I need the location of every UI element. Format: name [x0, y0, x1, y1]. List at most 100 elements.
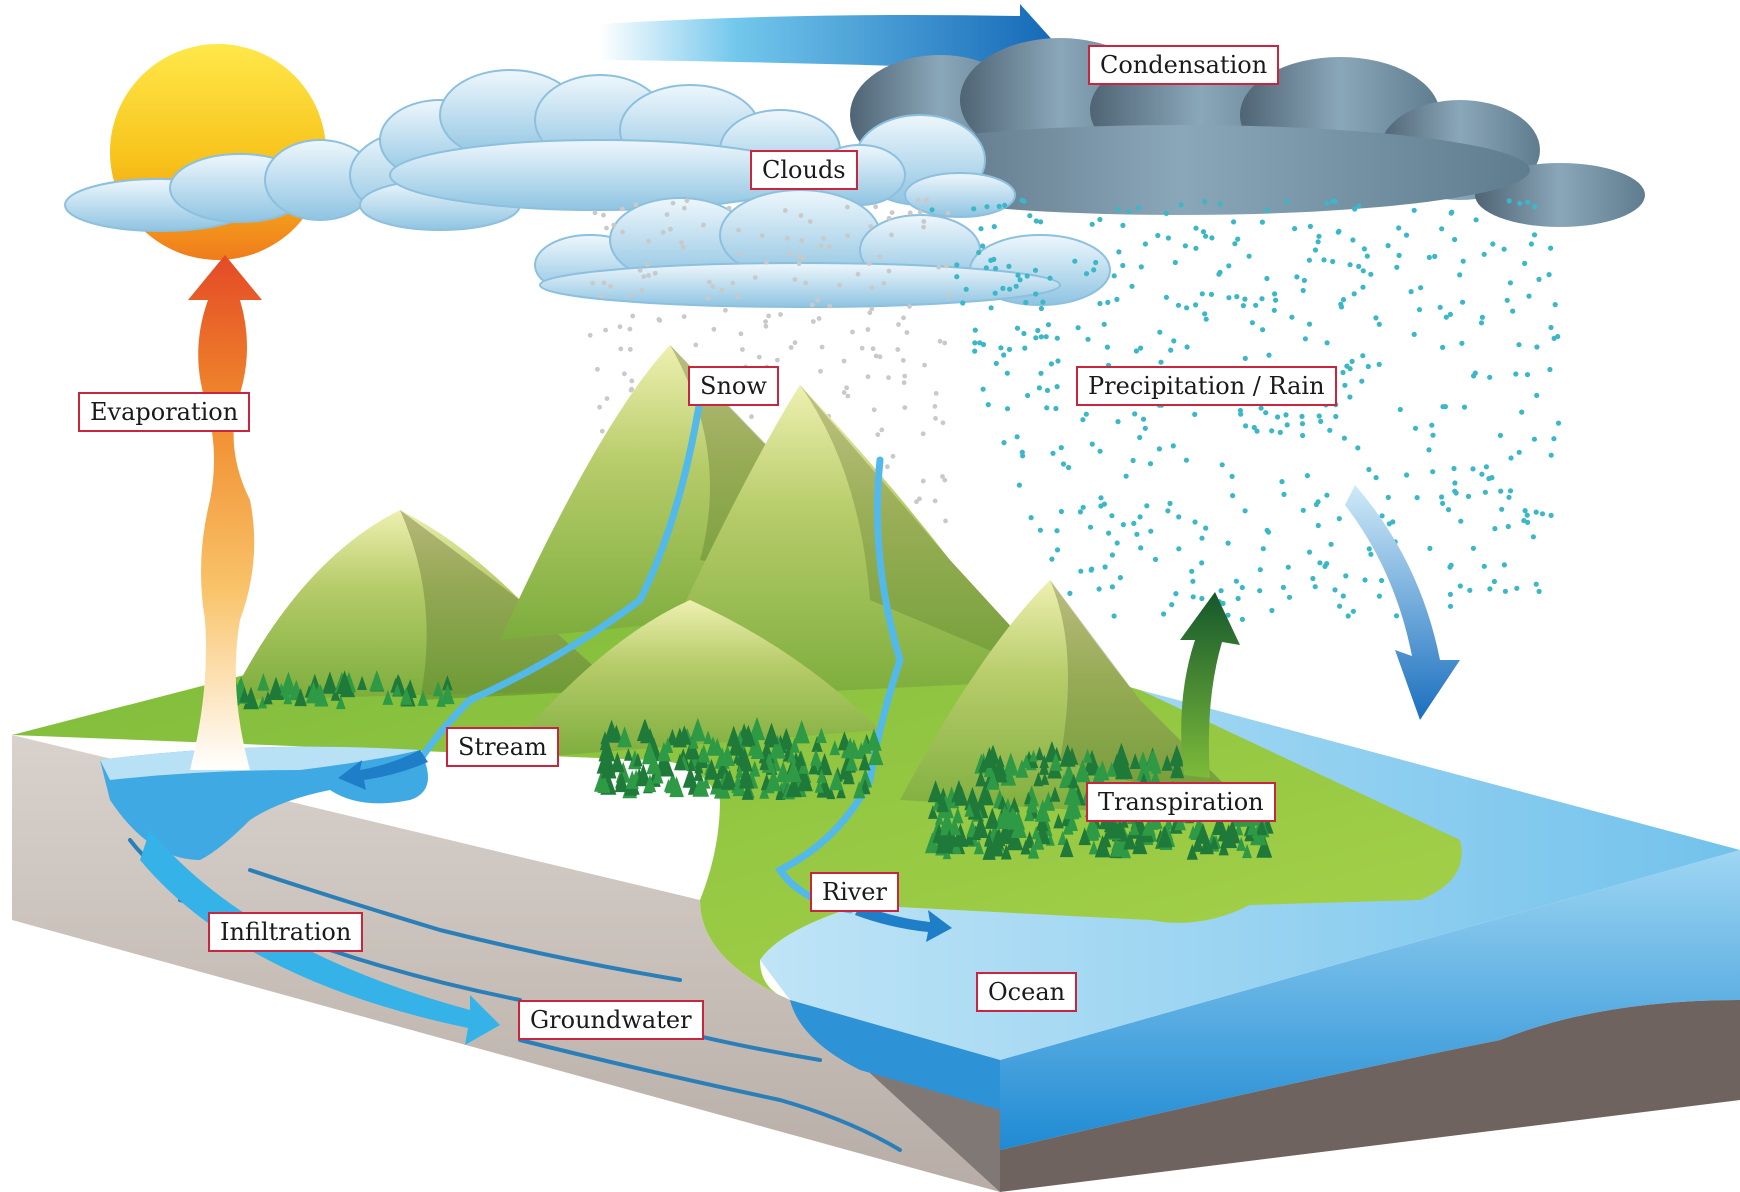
tree: [1088, 840, 1099, 855]
raindrop: [1302, 336, 1308, 342]
snowflake: [711, 326, 717, 332]
raindrop: [1452, 488, 1458, 494]
tree: [785, 758, 802, 783]
raindrop: [1230, 493, 1236, 499]
raindrop: [1376, 321, 1382, 327]
raindrop: [1199, 291, 1205, 297]
raindrop: [1368, 551, 1374, 557]
raindrop: [1324, 561, 1330, 567]
raindrop: [992, 290, 998, 296]
tree: [692, 773, 709, 797]
snowflake: [895, 347, 901, 352]
tree: [996, 762, 1007, 777]
snowflake: [821, 236, 827, 242]
snowflake: [778, 312, 783, 317]
raindrop: [1502, 588, 1508, 594]
raindrop: [1447, 603, 1454, 609]
raindrop: [1242, 355, 1248, 361]
raindrop: [1169, 602, 1175, 608]
raindrop: [1281, 491, 1287, 497]
raindrop: [978, 226, 984, 232]
raindrop: [1015, 272, 1021, 278]
snowflake: [896, 322, 901, 327]
snowflake: [886, 215, 892, 221]
raindrop: [1028, 515, 1034, 521]
tree: [1170, 758, 1185, 779]
tree: [263, 690, 273, 705]
raindrop: [1203, 233, 1209, 239]
snowflake: [944, 263, 949, 269]
tree: [1068, 773, 1079, 789]
tree: [1129, 753, 1141, 769]
raindrop: [1376, 593, 1382, 599]
raindrop: [1202, 311, 1208, 317]
raindrop: [1044, 405, 1050, 411]
tree: [1256, 835, 1273, 858]
snowflake: [719, 287, 725, 293]
raindrop: [1022, 345, 1028, 351]
tree: [1059, 744, 1076, 767]
raindrop: [984, 204, 990, 210]
snowflake: [587, 332, 593, 338]
raindrop: [1007, 286, 1013, 292]
snowflake: [803, 280, 809, 286]
raindrop: [1315, 239, 1321, 245]
raindrop: [1336, 516, 1342, 522]
raindrop: [1257, 567, 1263, 573]
tree: [986, 770, 1000, 790]
tree: [964, 802, 975, 817]
raindrop: [1351, 291, 1357, 297]
raindrop: [1528, 241, 1534, 247]
raindrop: [1156, 446, 1162, 452]
raindrop: [1347, 394, 1353, 400]
tree: [400, 687, 413, 705]
snowflake: [826, 244, 832, 250]
raindrop: [1324, 492, 1330, 498]
raindrop: [1120, 522, 1126, 528]
raindrop: [1533, 509, 1539, 515]
tree: [997, 820, 1014, 844]
tree: [610, 752, 625, 773]
tree: [936, 793, 950, 813]
raindrop: [972, 340, 978, 346]
tree: [1161, 754, 1173, 771]
snowflake: [901, 380, 907, 386]
snowflake: [763, 259, 769, 265]
raindrop: [1330, 198, 1336, 204]
raindrop: [1283, 412, 1289, 418]
raindrop: [1226, 263, 1232, 269]
raindrop: [1551, 436, 1557, 442]
raindrop: [1054, 547, 1061, 553]
tree: [382, 689, 394, 705]
raindrop: [1001, 352, 1007, 358]
snowflake: [726, 205, 732, 211]
tree: [1029, 749, 1038, 762]
raindrop: [1225, 540, 1231, 546]
tree: [736, 747, 749, 766]
label-infiltration: Infiltration: [208, 912, 364, 952]
raindrop: [1078, 568, 1084, 574]
snowflake: [601, 280, 607, 286]
raindrop: [1193, 245, 1199, 251]
raindrop: [1155, 232, 1161, 239]
raindrop: [1243, 423, 1249, 429]
raindrop: [1025, 392, 1031, 399]
tree: [1059, 774, 1069, 789]
snowflake: [943, 518, 948, 524]
snowflake: [859, 345, 865, 351]
raindrop: [1138, 345, 1144, 351]
raindrop: [1006, 263, 1012, 269]
raindrop: [1045, 322, 1052, 328]
raindrop: [1491, 578, 1497, 585]
raindrop: [1038, 219, 1044, 225]
raindrop: [1448, 210, 1454, 216]
raindrop: [1364, 253, 1370, 259]
mountains: [230, 345, 1260, 820]
snowflake: [850, 329, 855, 335]
raindrop: [1199, 595, 1205, 602]
tree: [858, 768, 873, 788]
tree: [927, 780, 944, 803]
tree: [1132, 832, 1148, 855]
snowflake: [611, 222, 617, 228]
snowflake: [920, 431, 926, 437]
